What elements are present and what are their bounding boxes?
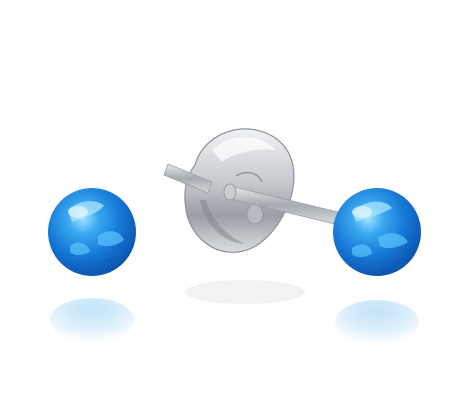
backing-reflection [185, 280, 305, 304]
reflection-fade [0, 300, 463, 420]
right-opal-stud [333, 188, 421, 276]
left-opal-stud [48, 188, 136, 276]
left-post [163, 163, 213, 194]
